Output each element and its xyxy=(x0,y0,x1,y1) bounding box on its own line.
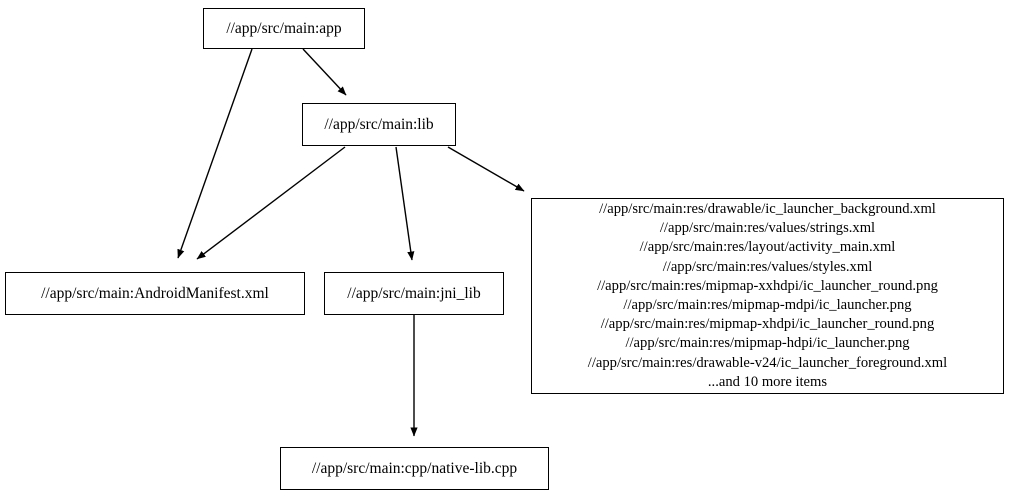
node-native-lib-label: //app/src/main:cpp/native-lib.cpp xyxy=(311,460,518,477)
node-native-lib[interactable]: //app/src/main:cpp/native-lib.cpp xyxy=(280,447,549,490)
node-resources-label: //app/src/main:res/drawable/ic_launcher_… xyxy=(587,200,948,390)
edge-app-to-androidmanifest xyxy=(177,48,253,259)
node-lib[interactable]: //app/src/main:lib xyxy=(302,103,456,146)
node-app-label: //app/src/main:app xyxy=(226,20,342,37)
node-resources[interactable]: //app/src/main:res/drawable/ic_launcher_… xyxy=(531,198,1004,394)
edge-lib-to-jni-lib xyxy=(395,146,415,261)
edge-lib-to-androidmanifest xyxy=(196,146,346,260)
node-androidmanifest[interactable]: //app/src/main:AndroidManifest.xml xyxy=(5,272,305,315)
node-jni-lib[interactable]: //app/src/main:jni_lib xyxy=(324,272,504,315)
node-androidmanifest-label: //app/src/main:AndroidManifest.xml xyxy=(41,285,269,302)
node-jni-lib-label: //app/src/main:jni_lib xyxy=(347,285,481,302)
node-app[interactable]: //app/src/main:app xyxy=(203,8,365,49)
edge-app-to-lib xyxy=(302,48,347,96)
node-lib-label: //app/src/main:lib xyxy=(324,116,434,133)
edge-lib-to-resources xyxy=(447,146,525,192)
